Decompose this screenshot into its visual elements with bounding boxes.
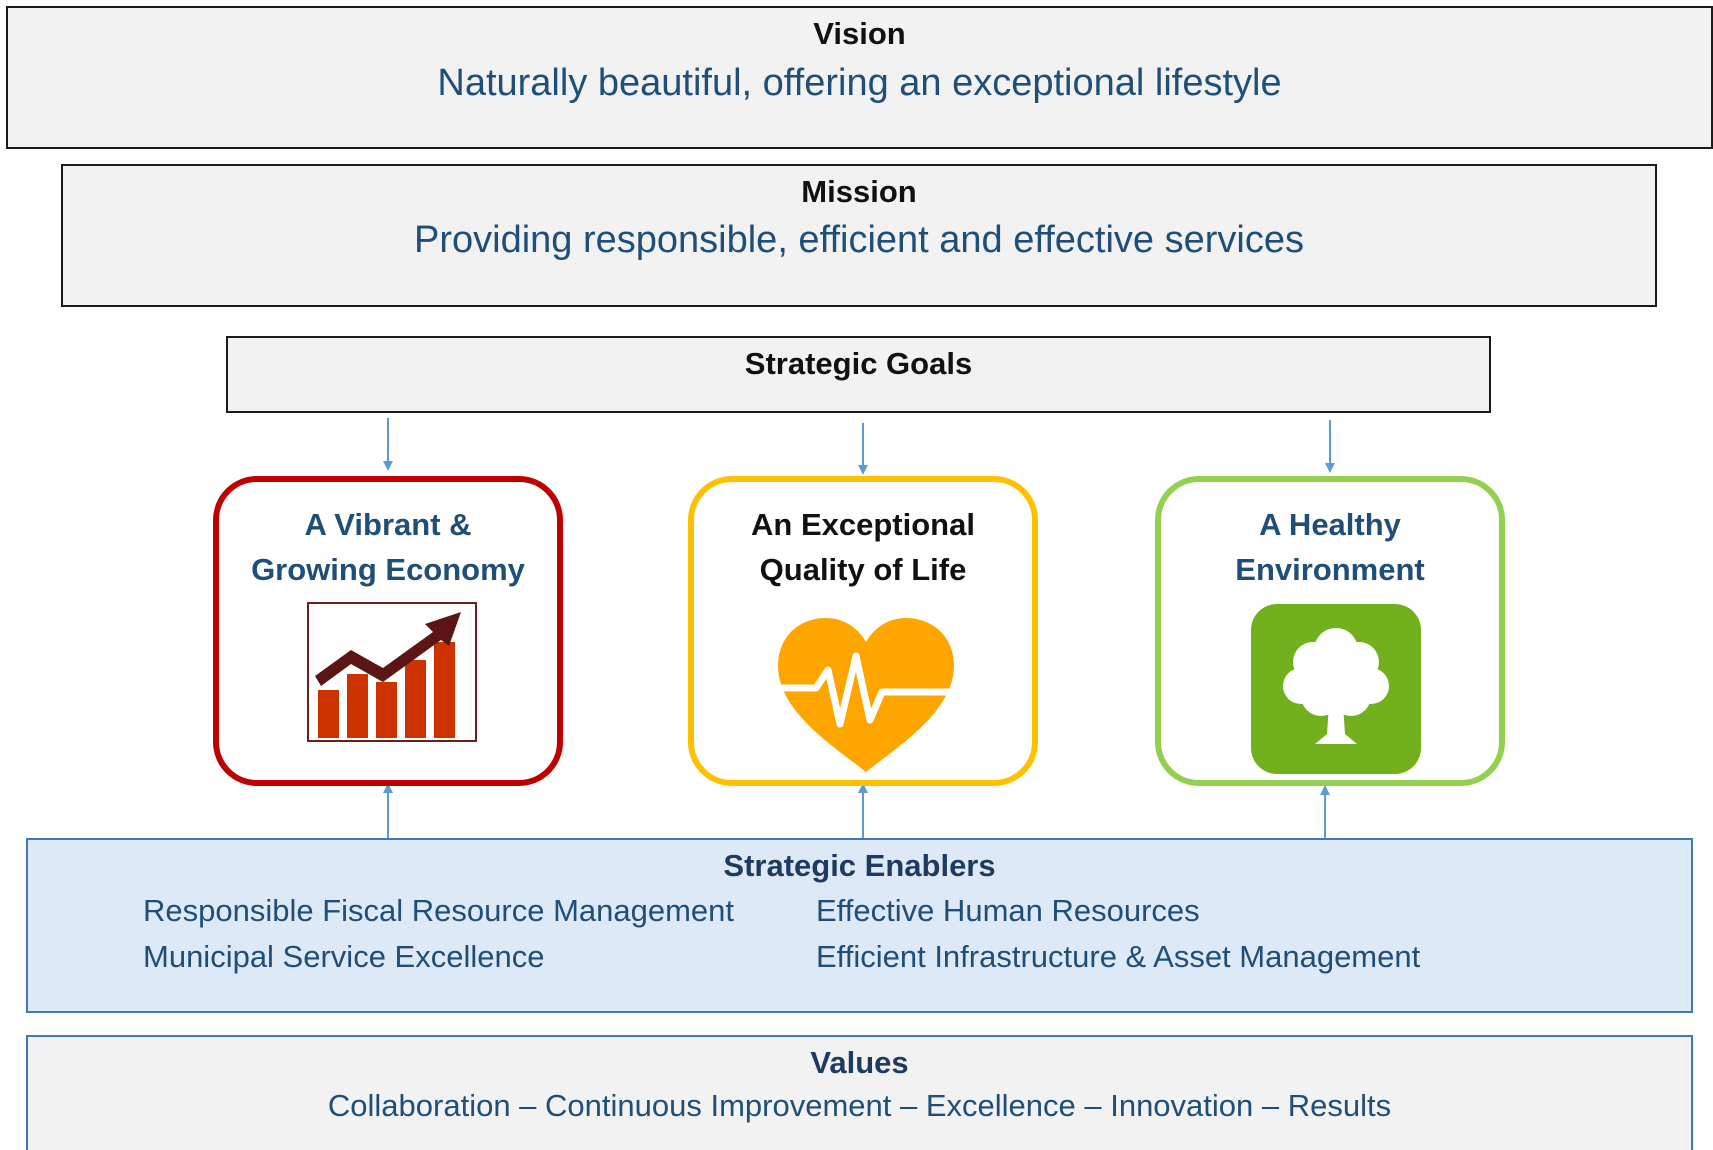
goal-title-economy-line1: A Vibrant &: [304, 507, 472, 542]
enabler-service-excellence: Municipal Service Excellence: [143, 939, 545, 974]
vision-heading: Vision: [813, 16, 906, 51]
heartbeat-icon: [778, 618, 956, 772]
enabler-infrastructure-asset-management: Efficient Infrastructure & Asset Managem…: [816, 939, 1421, 974]
values-box: Values Collaboration – Continuous Improv…: [26, 1035, 1693, 1150]
goal-title-economy-line2: Growing Economy: [251, 552, 525, 587]
values-list: Collaboration – Continuous Improvement –…: [327, 1088, 1392, 1123]
goal-title-quality-line2: Quality of Life: [759, 552, 967, 587]
goal-card-quality-of-life: An Exceptional Quality of Life: [688, 476, 1038, 786]
goal-title-environment-line1: A Healthy: [1259, 507, 1401, 542]
goal-title-environment: A Healthy Environment: [1161, 502, 1499, 592]
enabler-human-resources: Effective Human Resources: [816, 893, 1200, 928]
strategic-goals-heading: Strategic Goals: [744, 346, 973, 381]
strategic-enablers-box: Strategic Enablers Responsible Fiscal Re…: [26, 838, 1693, 1013]
goal-title-environment-line2: Environment: [1235, 552, 1425, 587]
goal-title-quality: An Exceptional Quality of Life: [694, 502, 1032, 592]
enabler-fiscal-resource-management: Responsible Fiscal Resource Management: [143, 893, 735, 928]
strategic-goals-box: Strategic Goals: [226, 336, 1491, 413]
mission-statement: Providing responsible, efficient and eff…: [414, 219, 1304, 261]
tree-icon: [1251, 604, 1421, 774]
rising-bar-chart-icon: [307, 602, 477, 742]
goal-title-economy: A Vibrant & Growing Economy: [219, 502, 557, 592]
goal-card-economy: A Vibrant & Growing Economy: [213, 476, 563, 786]
mission-heading: Mission: [801, 174, 917, 209]
vision-box: Vision Naturally beautiful, offering an …: [6, 6, 1713, 149]
goal-card-environment: A Healthy Environment: [1155, 476, 1505, 786]
mission-box: Mission Providing responsible, efficient…: [61, 164, 1657, 307]
strategic-enablers-heading: Strategic Enablers: [723, 848, 996, 883]
vision-statement: Naturally beautiful, offering an excepti…: [437, 62, 1282, 104]
goal-title-quality-line1: An Exceptional: [751, 507, 975, 542]
values-heading: Values: [810, 1045, 909, 1080]
